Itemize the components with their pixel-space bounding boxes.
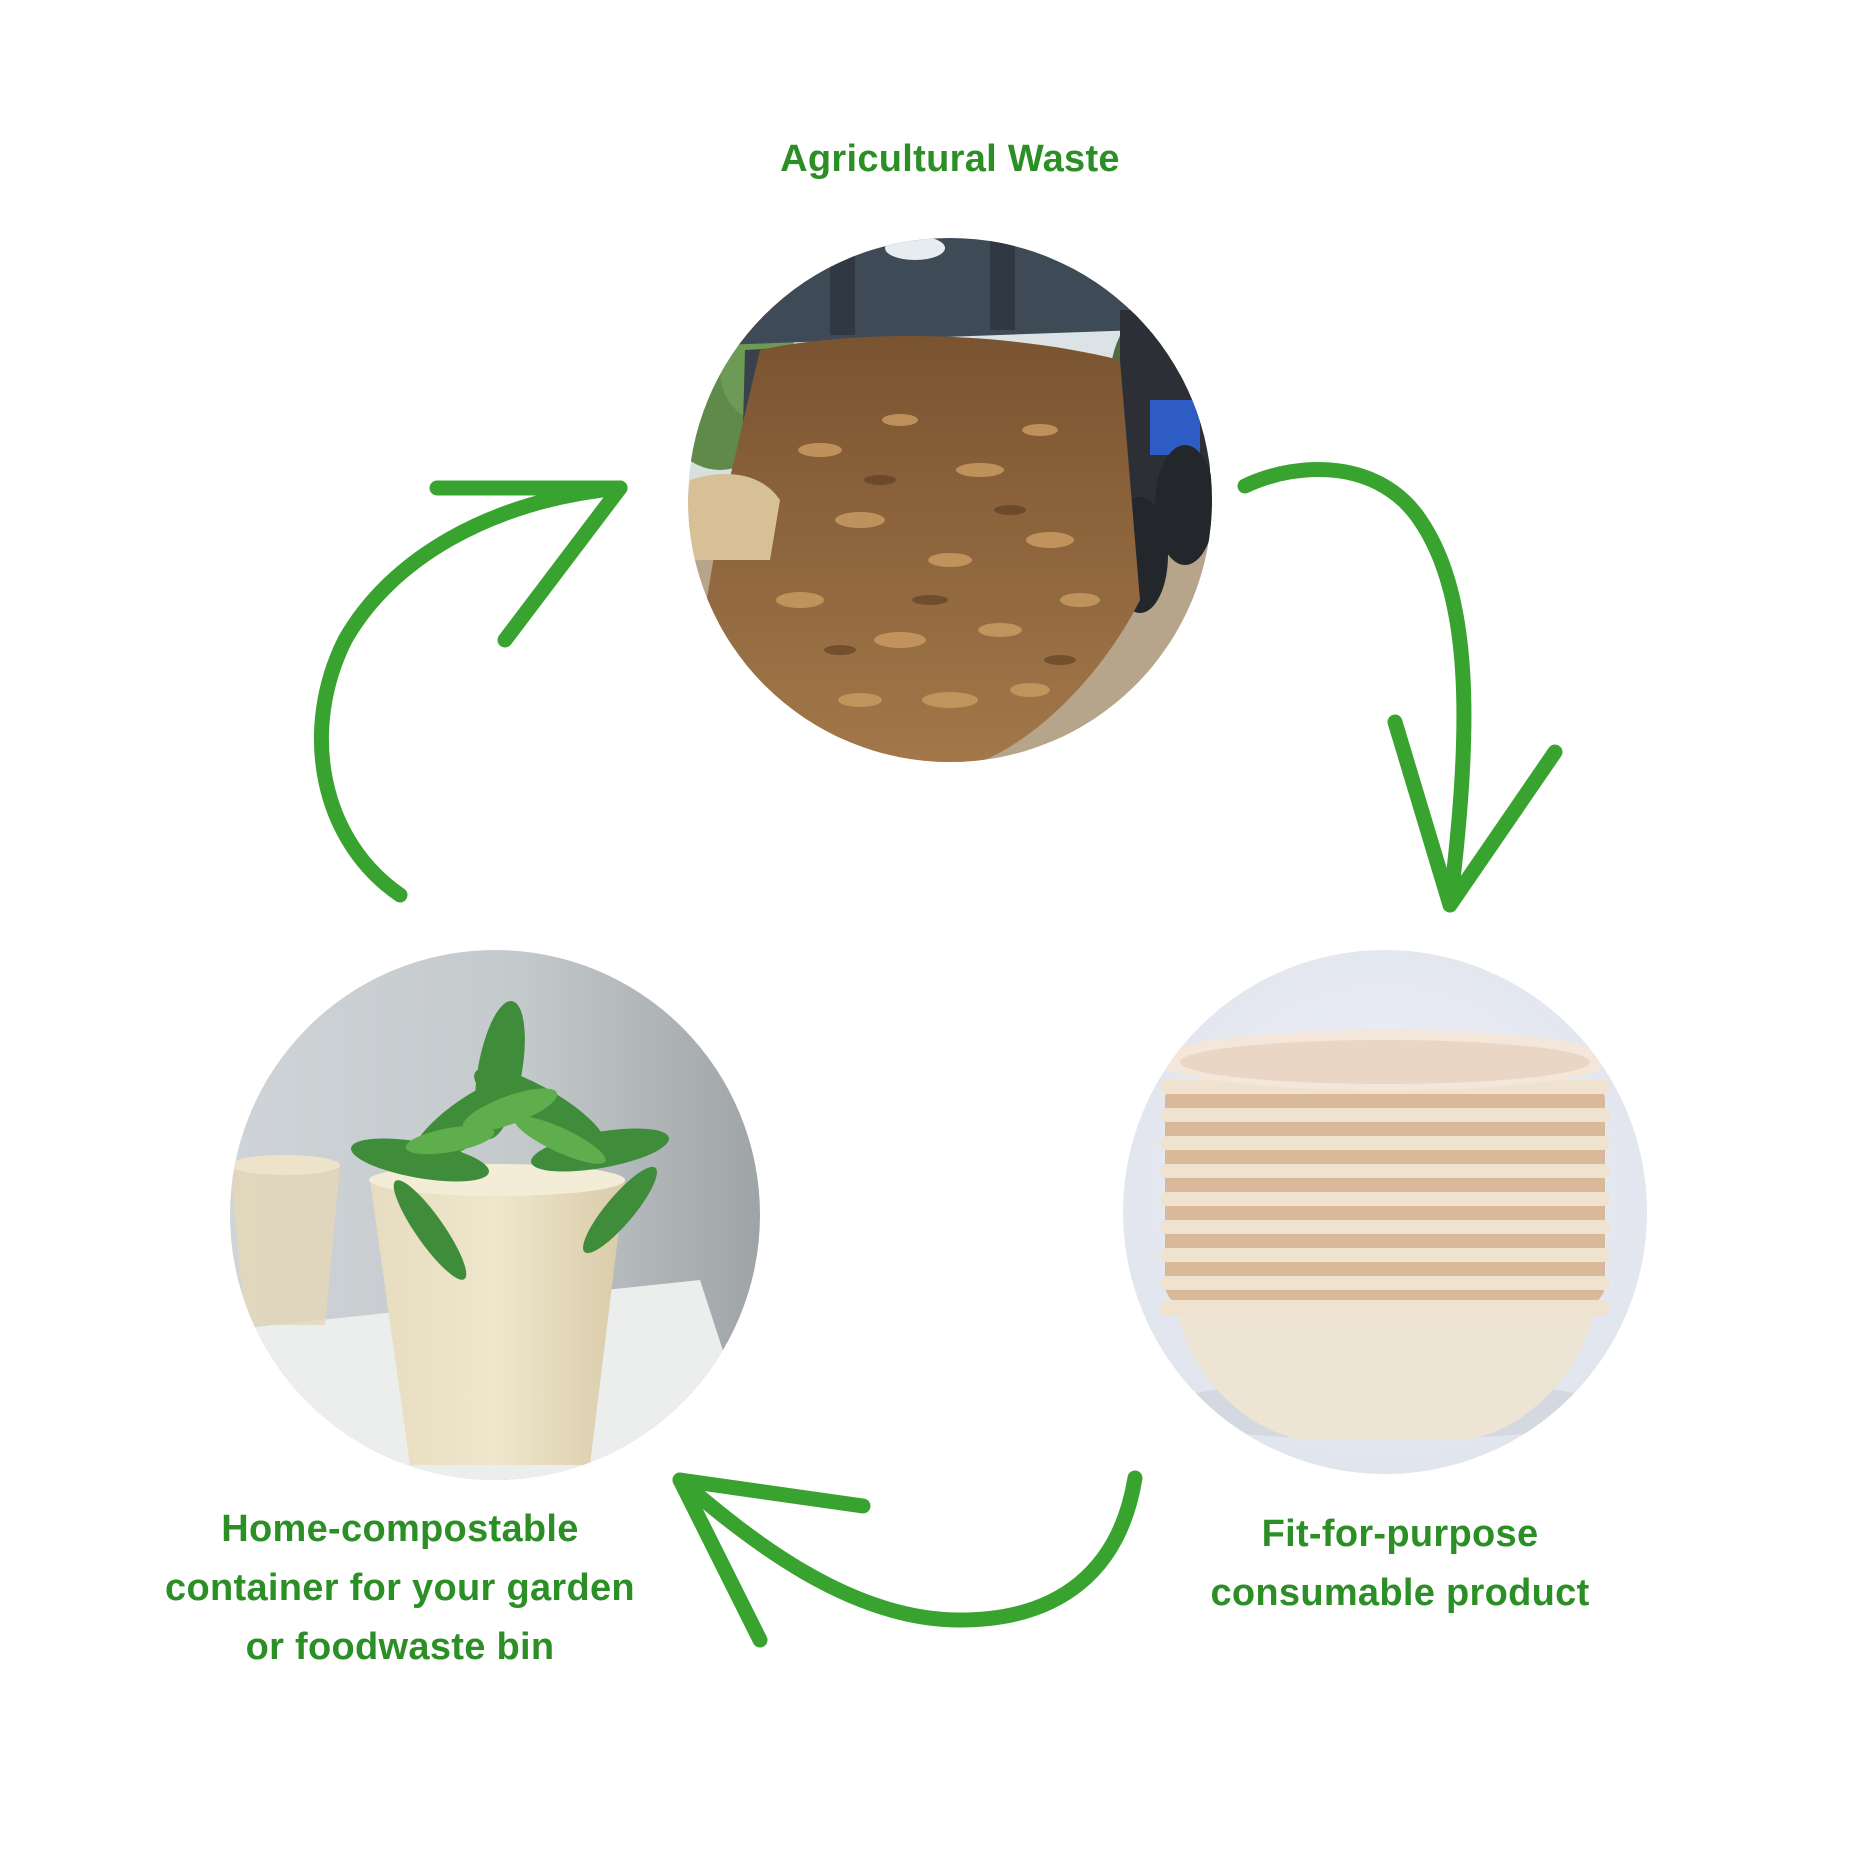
arrowhead-product-to-container [672, 1472, 871, 1648]
arrowhead-container-to-waste [429, 480, 628, 648]
waste-pile-image [688, 238, 1212, 762]
label-agricultural-waste: Agricultural Waste [700, 130, 1200, 189]
arrow-product-to-container [672, 1470, 1143, 1628]
label-compostable-container: Home-compostable container for your gard… [90, 1500, 710, 1677]
label-consumable-product-line-1: Fit-for-purpose [1261, 1513, 1539, 1555]
arrow-waste-to-product [1237, 461, 1472, 913]
label-consumable-product: Fit-for-purpose consumable product [1130, 1505, 1670, 1623]
arrow-container-to-waste [313, 480, 628, 903]
label-compostable-container-line-2: container for your garden [165, 1566, 635, 1609]
plant-pot-image [230, 950, 760, 1480]
label-compostable-container-line-3: or foodwaste bin [245, 1625, 555, 1668]
label-agricultural-waste-text: Agricultural Waste [780, 138, 1120, 180]
arrowhead-waste-to-product [1387, 714, 1563, 913]
label-consumable-product-line-2: consumable product [1210, 1571, 1590, 1614]
stacked-bowls-image [1123, 950, 1647, 1474]
label-compostable-container-line-1: Home-compostable [221, 1508, 579, 1550]
